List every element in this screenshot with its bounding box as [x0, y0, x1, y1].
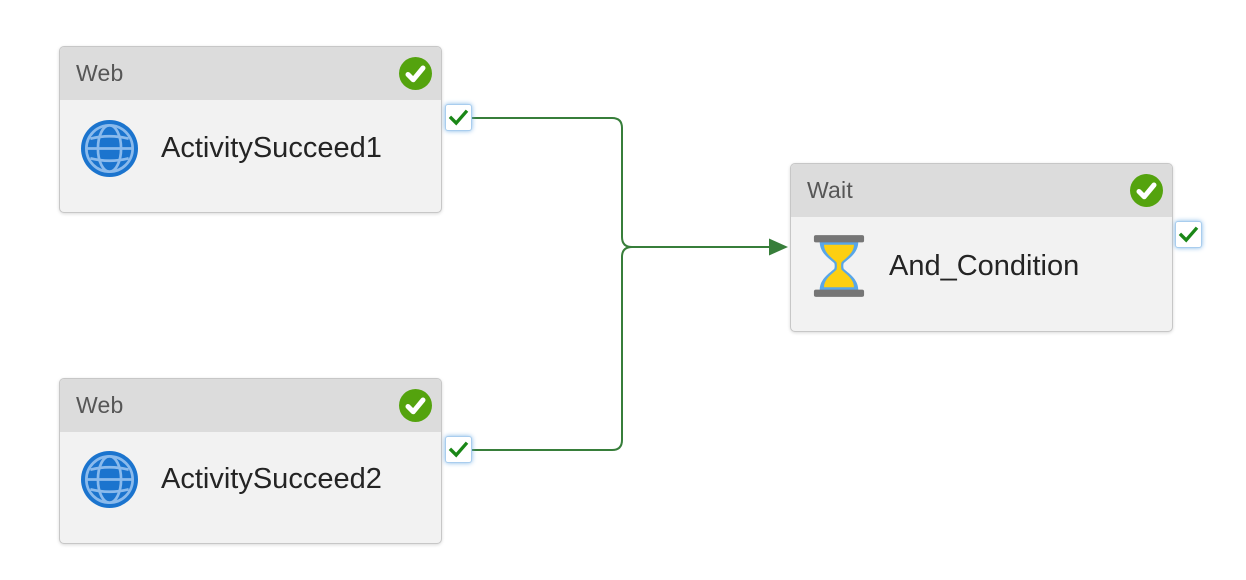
edge-success-1[interactable] [472, 117, 769, 248]
edge-success-2[interactable] [472, 246, 633, 451]
node-header: Wait [791, 164, 1172, 217]
port-check-icon [1178, 226, 1199, 243]
node-header: Web [60, 379, 441, 432]
node-body: ActivitySucceed2 [60, 432, 441, 543]
activity-node-web-2[interactable]: Web ActivitySucceed2 [59, 378, 442, 544]
node-body: ActivitySucceed1 [60, 100, 441, 212]
activity-name: And_Condition [889, 249, 1080, 282]
port-check-icon [448, 109, 469, 126]
activity-node-wait[interactable]: Wait And_Condition [790, 163, 1173, 332]
activity-node-web-1[interactable]: Web ActivitySucceed1 [59, 46, 442, 213]
node-type-label: Web [76, 60, 124, 86]
node-type-label: Web [76, 392, 124, 418]
node-body: And_Condition [791, 217, 1172, 331]
success-output-port-2[interactable] [445, 436, 472, 463]
port-check-icon [448, 441, 469, 458]
globe-icon [81, 119, 138, 177]
success-badge-icon [399, 389, 432, 422]
success-badge-icon [399, 57, 432, 90]
success-badge-icon [1130, 174, 1163, 207]
node-header: Web [60, 47, 441, 100]
activity-name: ActivitySucceed2 [161, 463, 382, 495]
hourglass-icon [813, 235, 865, 297]
node-type-label: Wait [807, 177, 853, 203]
edge-arrowhead-icon [769, 238, 788, 256]
globe-icon [81, 451, 138, 508]
success-output-port-3[interactable] [1175, 221, 1202, 248]
activity-name: ActivitySucceed1 [161, 131, 382, 164]
success-output-port-1[interactable] [445, 104, 472, 131]
